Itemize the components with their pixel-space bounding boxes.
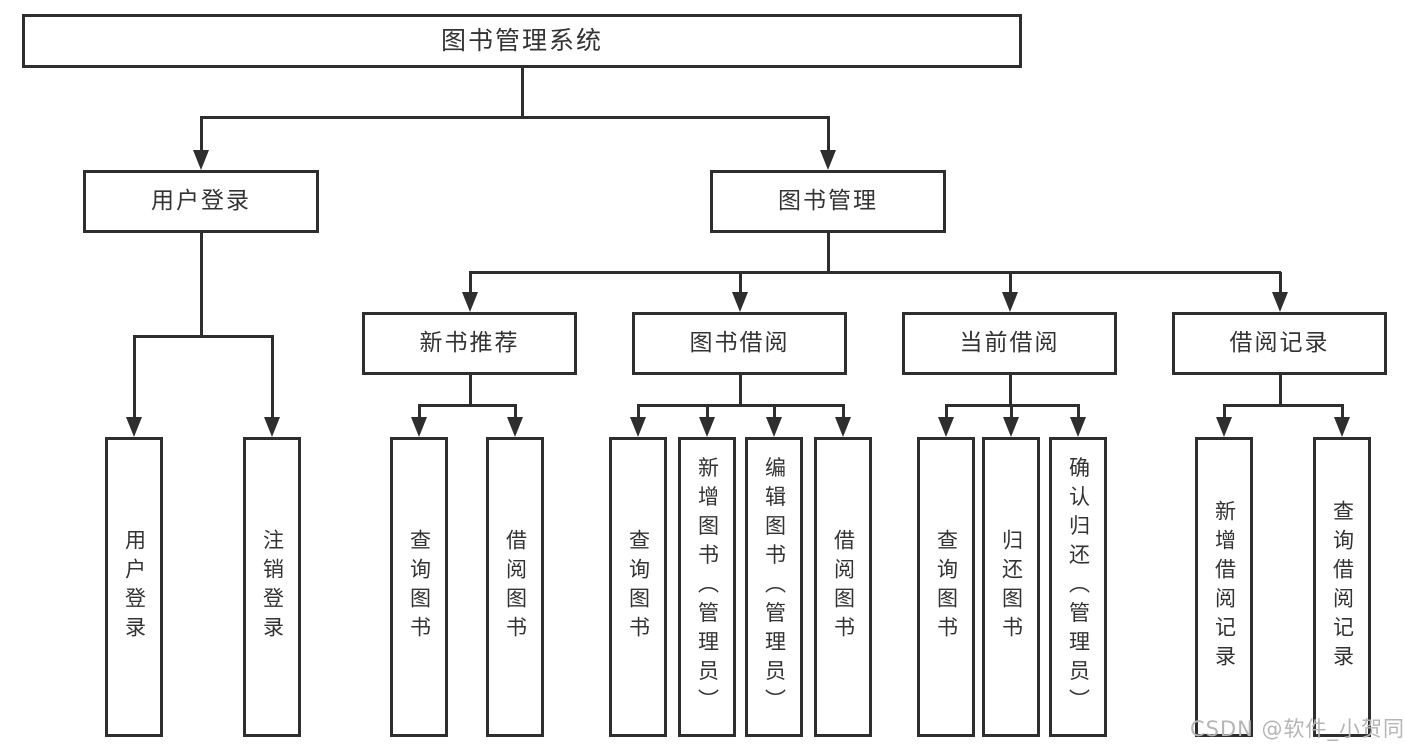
node-book-management: 图书管理: [710, 170, 946, 233]
arrow-down-icon: [1003, 417, 1019, 437]
arrow-down-icon: [1216, 417, 1232, 437]
leaf-add-borrow-record: 新增借阅记录: [1195, 437, 1253, 737]
connector-leaf-drop: [636, 405, 640, 420]
arrow-down-icon: [411, 417, 427, 437]
arrow-down-icon: [507, 417, 523, 437]
leaf-add-borrow-record-label: 新增借阅记录: [1212, 500, 1237, 674]
leaf-borrow-books-recommend-label: 借阅图书: [503, 529, 528, 645]
watermark-text: CSDN @软件_小贺同学: [1190, 717, 1405, 741]
arrow-down-icon: [462, 292, 478, 312]
arrow-down-icon: [766, 417, 782, 437]
leaf-query-books-borrowing: 查询图书: [609, 437, 667, 737]
leaf-user-login-label: 用户登录: [122, 529, 147, 645]
connector-user-login-bar: [132, 334, 274, 338]
connector-book-borrowing-bar: [636, 403, 845, 407]
leaf-edit-books-admin: 编辑图书（管理员）: [745, 437, 803, 737]
arrow-down-icon: [630, 417, 646, 437]
node-user-login: 用户登录: [83, 170, 319, 233]
connector-leaf-drop: [417, 405, 421, 420]
connector-leaf-drop: [944, 405, 948, 420]
arrow-down-icon: [126, 417, 142, 437]
connector-level1-bar: [199, 115, 830, 119]
arrow-down-icon: [193, 150, 209, 170]
connector-borrowing-records-bar: [1222, 403, 1344, 407]
leaf-query-books-borrowing-label: 查询图书: [626, 529, 651, 645]
connector-borrowing-records-stem: [1278, 375, 1282, 406]
connector-to-new-book-recommendation: [468, 272, 472, 296]
connector-to-user-login: [199, 118, 203, 158]
connector-to-book-management: [826, 118, 830, 158]
node-current-borrowing: 当前借阅: [902, 312, 1117, 375]
leaf-confirm-return-admin-label: 确认归还（管理员）: [1066, 456, 1091, 718]
node-book-borrowing: 图书借阅: [632, 312, 847, 375]
arrow-down-icon: [835, 417, 851, 437]
connector-to-current-borrowing: [1008, 272, 1012, 296]
connector-current-borrowing-stem: [1008, 375, 1012, 406]
connector-leaf-drop: [1009, 405, 1013, 420]
leaf-logout: 注销登录: [243, 437, 301, 737]
connector-new-book-stem: [468, 375, 472, 406]
connector-to-leaf-user-login: [132, 336, 136, 420]
arrow-down-icon: [1002, 292, 1018, 312]
arrow-down-icon: [938, 417, 954, 437]
leaf-return-books: 归还图书: [982, 437, 1040, 737]
leaf-query-books-current-label: 查询图书: [934, 529, 959, 645]
arrow-down-icon: [820, 150, 836, 170]
connector-root-stem: [520, 68, 524, 118]
leaf-return-books-label: 归还图书: [999, 529, 1024, 645]
connector-to-book-borrowing: [738, 272, 742, 296]
node-library-management-system: 图书管理系统: [22, 14, 1022, 68]
connector-book-management-stem: [826, 233, 830, 274]
leaf-query-books-recommend-label: 查询图书: [407, 529, 432, 645]
leaf-query-borrow-record-label: 查询借阅记录: [1330, 500, 1355, 674]
connector-book-borrowing-stem: [738, 375, 742, 406]
node-borrowing-records: 借阅记录: [1172, 312, 1387, 375]
leaf-query-books-recommend: 查询图书: [390, 437, 448, 737]
connector-leaf-drop: [841, 405, 845, 420]
arrow-down-icon: [1272, 292, 1288, 312]
connector-to-borrowing-records: [1278, 272, 1282, 296]
leaf-borrow-books-borrowing: 借阅图书: [814, 437, 872, 737]
leaf-query-books-current: 查询图书: [917, 437, 975, 737]
connector-new-book-bar: [417, 403, 517, 407]
leaf-query-borrow-record: 查询借阅记录: [1313, 437, 1371, 737]
leaf-user-login: 用户登录: [105, 437, 163, 737]
arrow-down-icon: [264, 417, 280, 437]
arrow-down-icon: [1070, 417, 1086, 437]
leaf-confirm-return-admin: 确认归还（管理员）: [1049, 437, 1107, 737]
arrow-down-icon: [1334, 417, 1350, 437]
leaf-add-books-admin-label: 新增图书（管理员）: [695, 456, 720, 718]
connector-user-login-stem: [199, 233, 203, 336]
leaf-add-books-admin: 新增图书（管理员）: [678, 437, 736, 737]
connector-leaf-drop: [772, 405, 776, 420]
connector-leaf-drop: [513, 405, 517, 420]
arrow-down-icon: [732, 292, 748, 312]
arrow-down-icon: [699, 417, 715, 437]
node-new-book-recommendation: 新书推荐: [362, 312, 577, 375]
connector-level2-bar: [468, 270, 1281, 274]
leaf-logout-label: 注销登录: [260, 529, 285, 645]
connector-to-leaf-logout: [270, 336, 274, 420]
connector-leaf-drop: [705, 405, 709, 420]
connector-leaf-drop: [1076, 405, 1080, 420]
leaf-borrow-books-borrowing-label: 借阅图书: [831, 529, 856, 645]
connector-leaf-drop: [1340, 405, 1344, 420]
leaf-edit-books-admin-label: 编辑图书（管理员）: [762, 456, 787, 718]
connector-leaf-drop: [1222, 405, 1226, 420]
leaf-borrow-books-recommend: 借阅图书: [486, 437, 544, 737]
